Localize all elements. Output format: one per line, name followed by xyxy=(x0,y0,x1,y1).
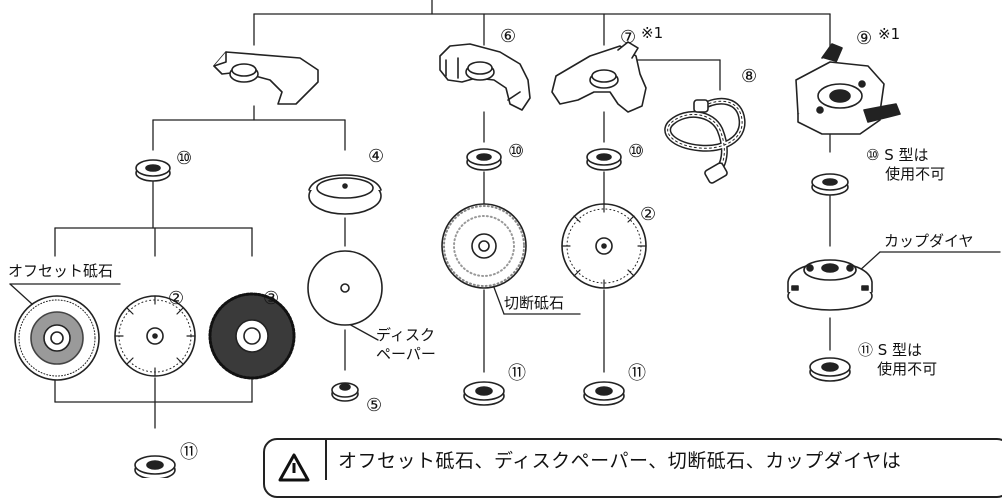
cutting-wheel xyxy=(441,203,527,289)
label-n7-note: ※1 xyxy=(641,24,664,42)
label-n9-note: ※1 xyxy=(878,25,901,43)
label-n11-d: ⑪ S 型は 使用不可 xyxy=(858,341,938,378)
label-n3: ③ xyxy=(263,288,280,309)
label-n2-a: ② xyxy=(168,288,185,309)
cup-cover xyxy=(795,43,901,135)
offset-grinding-wheel xyxy=(14,295,100,381)
wire-cup-brush xyxy=(208,292,296,380)
label-n10-a: ⑩ xyxy=(176,148,193,169)
label-disc-paper: ディスク ペーパー xyxy=(376,326,436,363)
label-offset-wheel: オフセット砥石 xyxy=(8,262,114,280)
outer-flange-3 xyxy=(583,381,625,406)
label-n5: ⑤ xyxy=(366,395,383,416)
lock-nut xyxy=(331,382,359,402)
label-n7: ⑦ xyxy=(620,27,637,48)
label-n11-b: ⑪ xyxy=(508,363,526,384)
connector-lines xyxy=(9,0,1001,429)
warning-separator xyxy=(325,440,327,480)
cup-diamond xyxy=(787,259,873,311)
inner-flange-3 xyxy=(586,148,622,171)
outer-flange-4 xyxy=(809,357,851,382)
inner-flange-1 xyxy=(135,159,171,182)
outer-flange-1 xyxy=(134,455,176,480)
inner-flange-2 xyxy=(466,148,502,171)
label-n6: ⑥ xyxy=(500,26,517,47)
warning-text: オフセット砥石、ディスクペーパー、切断砥石、カップダイヤは xyxy=(338,450,902,472)
diagram-lines xyxy=(9,0,1001,480)
disc-paper xyxy=(307,250,383,326)
diamond-wheel-1 xyxy=(114,295,196,377)
label-n10-b: ⑩ xyxy=(508,141,525,162)
rubber-pad xyxy=(308,174,382,215)
accessory-diagram: ⑩ ④ ⑥ ⑦ ※1 ⑧ ⑨ ※1 ⑩ ⑩ ⑩ S 型は 使用不可 ② ③ ② … xyxy=(8,0,1002,498)
inner-flange-4 xyxy=(811,173,849,196)
label-n10-c: ⑩ xyxy=(628,141,645,162)
label-n8: ⑧ xyxy=(741,66,758,87)
label-n11-a: ⑪ xyxy=(180,442,198,463)
label-n4: ④ xyxy=(368,146,385,167)
label-n2-b: ② xyxy=(640,204,657,225)
label-cutting-wheel: 切断砥石 xyxy=(504,294,565,312)
outer-flange-2 xyxy=(463,381,505,406)
label-n9: ⑨ xyxy=(856,28,873,49)
label-cup-diamond: カップダイヤ xyxy=(884,232,974,250)
label-n11-c: ⑪ xyxy=(628,363,646,384)
cutting-guard xyxy=(439,43,531,111)
wheel-guard xyxy=(213,51,319,105)
dust-guard xyxy=(551,41,647,113)
label-n10-d: ⑩ S 型は 使用不可 xyxy=(866,146,946,183)
dust-hose xyxy=(664,97,746,184)
diamond-wheel-2 xyxy=(561,203,647,289)
